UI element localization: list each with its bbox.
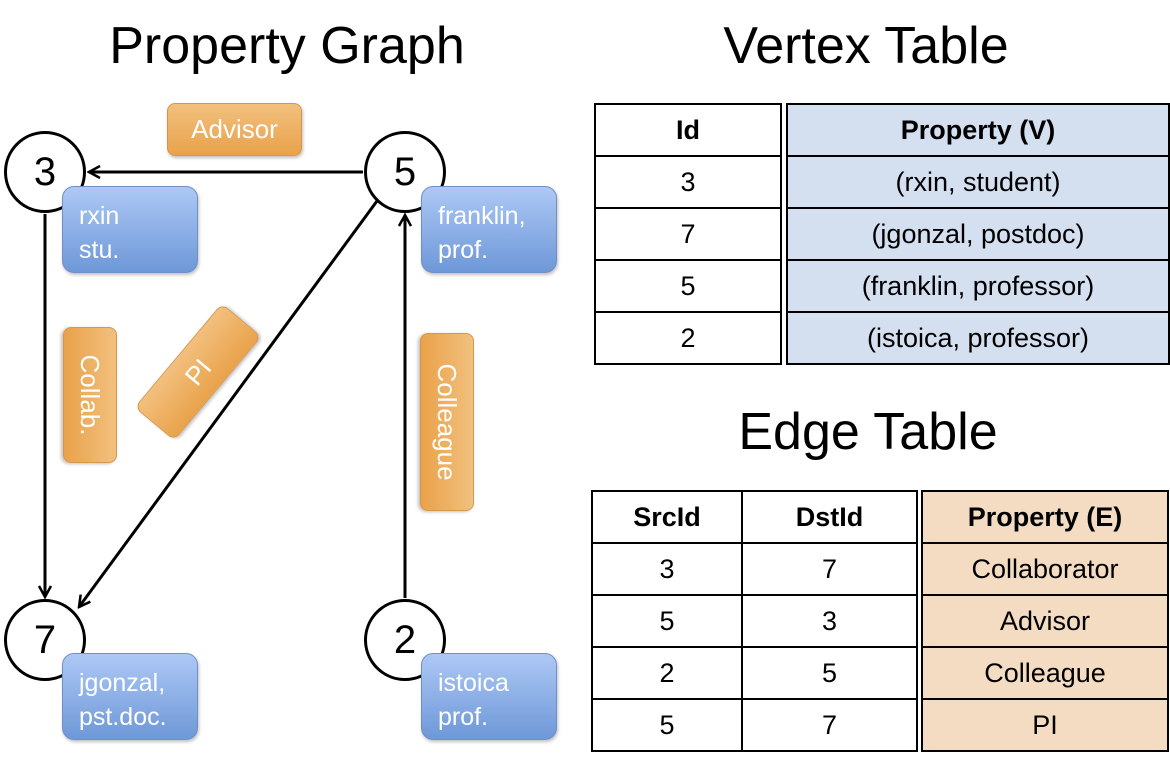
header-dstid: DstId (741, 490, 918, 544)
prop-line: istoica (438, 669, 509, 697)
vertex-5-property: franklin, prof. (421, 186, 557, 273)
cell: 3 (741, 594, 918, 648)
prop-line: prof. (438, 703, 489, 731)
cell: 2 (594, 311, 782, 365)
header-property-v: Property (V) (786, 103, 1170, 157)
header-id: Id (594, 103, 782, 157)
vertex-2-property: istoica prof. (421, 653, 557, 740)
cell: 3 (591, 542, 743, 596)
cell: Collaborator (921, 542, 1169, 596)
cell: (jgonzal, postdoc) (786, 207, 1170, 261)
cell: PI (921, 698, 1169, 752)
vertex-7-property: jgonzal, pst.doc. (62, 653, 198, 740)
cell: 3 (594, 155, 782, 209)
vertex-5[interactable]: 5 (364, 131, 446, 213)
edge-label-colleague: Colleague (420, 333, 474, 511)
graph-edges (0, 0, 590, 760)
header-property-e: Property (E) (921, 490, 1169, 544)
prop-line: franklin, (438, 202, 526, 230)
vertex-3-property: rxin stu. (62, 186, 198, 273)
prop-line: stu. (79, 236, 120, 264)
edge-table-title: Edge Table (738, 403, 998, 461)
cell: Colleague (921, 646, 1169, 700)
cell: 5 (594, 259, 782, 313)
prop-line: jgonzal, (79, 669, 166, 697)
vertex-2[interactable]: 2 (364, 599, 446, 681)
cell: 7 (741, 698, 918, 752)
cell: 5 (741, 646, 918, 700)
prop-line: rxin (79, 202, 120, 230)
cell: (istoica, professor) (786, 311, 1170, 365)
cell: 7 (594, 207, 782, 261)
cell: 5 (591, 698, 743, 752)
graph-title: Property Graph (109, 17, 465, 75)
edge-label-collab: Collab. (63, 327, 117, 463)
prop-line: prof. (438, 236, 489, 264)
cell: (franklin, professor) (786, 259, 1170, 313)
edge-5-7 (79, 200, 379, 607)
header-srcid: SrcId (591, 490, 743, 544)
edge-label-advisor: Advisor (167, 103, 302, 156)
cell: Advisor (921, 594, 1169, 648)
cell: 2 (591, 646, 743, 700)
cell: 5 (591, 594, 743, 648)
cell: (rxin, student) (786, 155, 1170, 209)
prop-line: pst.doc. (79, 703, 167, 731)
vertex-table-title: Vertex Table (723, 17, 1009, 75)
cell: 7 (741, 542, 918, 596)
